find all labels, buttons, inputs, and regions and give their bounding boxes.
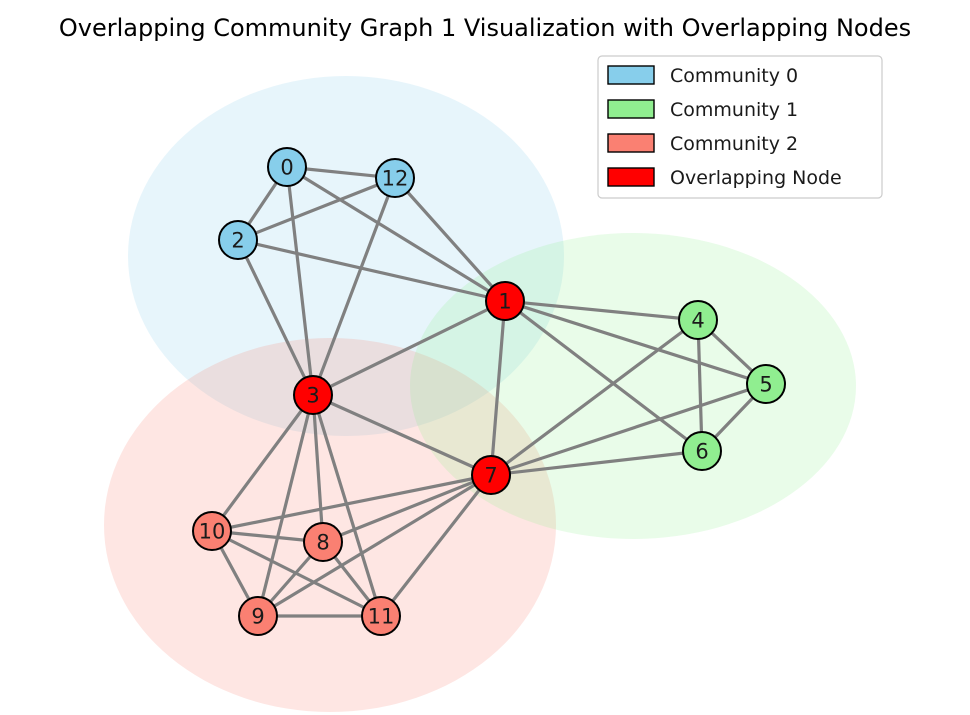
edge-5-7 <box>489 382 768 477</box>
node-4: 4 <box>678 300 718 340</box>
node-8: 8 <box>303 522 343 562</box>
node-1-label: 1 <box>498 290 511 314</box>
edge-1-6 <box>503 299 704 453</box>
node-2-label: 2 <box>231 229 244 253</box>
edge-3-9 <box>256 393 315 618</box>
edge-7-9 <box>256 473 493 618</box>
legend-label-community-0: Community 0 <box>670 65 798 87</box>
node-0-label: 0 <box>280 156 293 180</box>
legend-swatch-community-0 <box>607 65 655 85</box>
edge-4-6 <box>696 318 704 453</box>
node-4-circle <box>678 300 718 340</box>
edge-12-1 <box>393 176 507 303</box>
node-6-label: 6 <box>695 440 708 464</box>
node-1-circle <box>485 281 525 321</box>
edge-0-1 <box>285 165 507 303</box>
edge-7-8 <box>321 473 493 544</box>
node-6: 6 <box>682 431 722 471</box>
legend-label-community-2: Community 2 <box>670 133 798 155</box>
edge-2-1 <box>236 238 507 303</box>
legend-swatch-community-1 <box>607 99 655 119</box>
node-3-circle <box>293 375 333 415</box>
node-7-circle <box>471 455 511 495</box>
node-5-label: 5 <box>759 373 772 397</box>
node-7-label: 7 <box>484 464 497 488</box>
node-8-label: 8 <box>316 531 329 555</box>
node-3: 3 <box>293 375 333 415</box>
community-0-region <box>128 76 564 436</box>
node-12-label: 12 <box>382 167 409 191</box>
legend: Community 0 Community 1 Community 2 Overlap… <box>597 55 883 199</box>
edge-2-3 <box>236 238 315 397</box>
edge-3-10 <box>210 393 315 533</box>
edge-1-3 <box>311 299 507 397</box>
node-11-label: 11 <box>368 605 395 629</box>
node-7: 7 <box>471 455 511 495</box>
edge-7-11 <box>379 473 493 618</box>
legend-frame <box>597 55 883 199</box>
node-10-circle <box>192 511 232 551</box>
node-9-circle <box>238 596 278 636</box>
legend-swatch-overlapping-node <box>607 167 655 187</box>
node-10-label: 10 <box>199 520 226 544</box>
node-12: 12 <box>375 158 415 198</box>
node-11-circle <box>361 596 401 636</box>
edge-1-4 <box>503 299 700 322</box>
edge-1-5 <box>503 299 768 386</box>
figure-title: Overlapping Community Graph 1 Visualizat… <box>59 14 911 42</box>
edge-12-3 <box>311 176 397 397</box>
node-4-label: 4 <box>691 309 704 333</box>
graph-nodes: 0 12 2 1 3 4 5 6 7 10 8 9 11 <box>192 147 786 636</box>
node-0: 0 <box>267 147 307 187</box>
node-11: 11 <box>361 596 401 636</box>
legend-label-overlapping-node: Overlapping Node <box>670 167 842 189</box>
legend-swatch-community-2 <box>607 133 655 153</box>
edge-12-2 <box>236 176 397 242</box>
node-10: 10 <box>192 511 232 551</box>
node-5: 5 <box>746 364 786 404</box>
node-8-circle <box>303 522 343 562</box>
node-9-label: 9 <box>251 605 264 629</box>
node-9: 9 <box>238 596 278 636</box>
edge-6-7 <box>489 449 704 477</box>
node-12-circle <box>375 158 415 198</box>
node-2: 2 <box>218 220 258 260</box>
edge-7-10 <box>210 473 493 533</box>
node-2-circle <box>218 220 258 260</box>
edge-1-7 <box>489 299 507 477</box>
node-5-circle <box>746 364 786 404</box>
edge-4-7 <box>489 318 700 477</box>
edge-3-7 <box>311 393 493 477</box>
legend-label-community-1: Community 1 <box>670 99 798 121</box>
edge-0-3 <box>285 165 315 397</box>
node-6-circle <box>682 431 722 471</box>
edge-3-8 <box>311 393 325 544</box>
node-0-circle <box>267 147 307 187</box>
node-3-label: 3 <box>306 384 319 408</box>
node-1: 1 <box>485 281 525 321</box>
